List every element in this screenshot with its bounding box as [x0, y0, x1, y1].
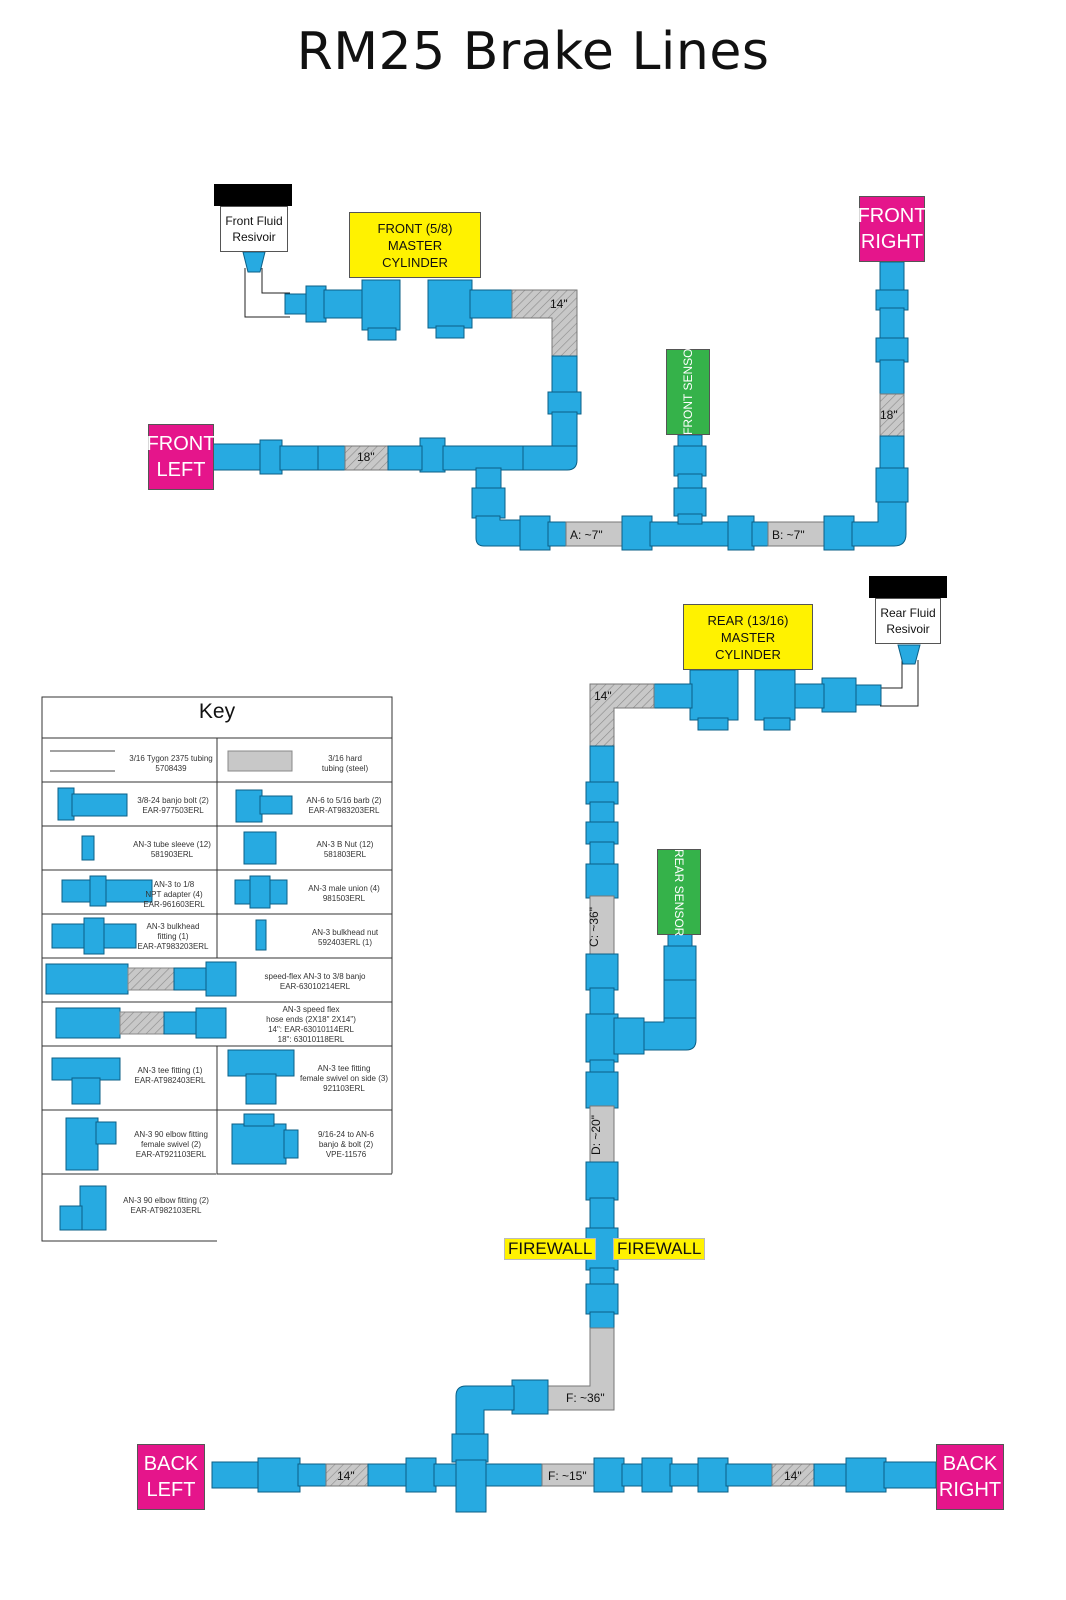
front-sensor-label: FRONT SENSOR — [681, 339, 695, 435]
key-title: Key — [198, 700, 236, 723]
key-icons — [45, 750, 299, 1231]
label-a: A: ~7" — [570, 528, 603, 542]
key-item-tee: AN-3 tee fitting (1)EAR-AT982403ERL — [134, 1066, 206, 1085]
key-item-male-union: AN-3 male union (4)981503ERL — [308, 884, 380, 903]
rear-tee — [433, 1463, 545, 1487]
back-left-line-1: BACK — [143, 1453, 199, 1475]
front-sensor: FRONT SENSOR — [666, 339, 710, 435]
label-back-right: 14" — [784, 1469, 802, 1483]
line-a — [565, 521, 625, 547]
line-b — [767, 521, 827, 547]
reservoir-barb — [242, 251, 266, 273]
rear-master-line-2: MASTER — [720, 629, 776, 645]
line-c — [589, 895, 615, 957]
rear-banjo-left — [689, 669, 739, 721]
firewall-label-left: FIREWALL — [504, 1238, 597, 1260]
rear-reservoir-label: Rear Fluid Resivoir — [880, 606, 936, 636]
label-front-right: 18" — [880, 408, 898, 422]
front-right-line-2: RIGHT — [860, 231, 924, 253]
firewall-label-right: FIREWALL — [613, 1238, 706, 1260]
back-left-wheel: BACK LEFT — [137, 1444, 205, 1510]
front-master-cylinder: FRONT (5/8) MASTER CYLINDER — [349, 212, 481, 278]
hose-18-front-right — [879, 393, 905, 439]
label-back-left: 14" — [337, 1469, 355, 1483]
label-c: C: ~36" — [586, 907, 601, 947]
front-master-line-2: MASTER — [387, 237, 443, 253]
label-front-left: 18" — [357, 450, 375, 464]
front-master-line-3: CYLINDER — [382, 254, 448, 270]
front-left-line-2: LEFT — [156, 459, 206, 481]
banjo-right — [427, 279, 473, 329]
rear-master-cylinder: REAR (13/16) MASTER CYLINDER — [683, 604, 813, 670]
banjo-left — [361, 279, 401, 331]
key-frame — [41, 696, 393, 1242]
rear-master-line-1: REAR (13/16) — [707, 612, 789, 628]
front-reservoir-tubing — [244, 268, 290, 318]
rear-reservoir-tubing — [880, 660, 919, 707]
key-item-tube-sleeve: AN-3 tube sleeve (12)581903ERL — [133, 840, 211, 859]
rear-reservoir: Rear Fluid Resivoir — [875, 598, 941, 644]
label-front-master-out: 14" — [550, 297, 568, 311]
rear-circuit — [211, 644, 937, 1513]
front-master-line-1: FRONT (5/8) — [377, 220, 453, 236]
rear-master-line-3: CYLINDER — [715, 646, 781, 662]
front-left-wheel: FRONT LEFT — [146, 424, 216, 490]
front-tee — [649, 521, 731, 547]
page-title: RM25 Brake Lines — [296, 22, 770, 82]
front-right-wheel: FRONT RIGHT — [857, 196, 927, 262]
hose-18-front-left — [344, 445, 391, 471]
key-item-b-nut: AN-3 B Nut (12)581803ERL — [316, 840, 374, 859]
front-circuit — [212, 251, 909, 551]
line-d — [589, 1105, 615, 1165]
front-reservoir: Front Fluid Resivoir — [220, 206, 288, 252]
key-item-elbow: AN-3 90 elbow fitting (2)EAR-AT982103ERL — [123, 1196, 209, 1215]
label-f: F: ~36" — [566, 1391, 605, 1405]
rear-reservoir-barb — [897, 644, 921, 665]
rear-sensor-label: REAR SENSOR — [672, 849, 686, 937]
label-b: B: ~7" — [772, 528, 805, 542]
rear-reservoir-cap — [869, 576, 947, 598]
front-left-fitting — [212, 443, 264, 471]
front-reservoir-label: Front Fluid Resivoir — [225, 214, 283, 244]
back-left-line-2: LEFT — [146, 1479, 196, 1501]
front-left-line-1: FRONT — [146, 433, 216, 455]
back-right-line-2: RIGHT — [938, 1479, 1002, 1501]
key-item-barb: AN-6 to 5/16 barb (2)EAR-AT983203ERL — [306, 796, 382, 815]
label-d: D: ~20" — [588, 1115, 603, 1155]
back-right-line-1: BACK — [942, 1453, 998, 1475]
key-item-banjo-bolt: 3/8-24 banjo bolt (2)EAR-977503ERL — [137, 796, 209, 815]
rear-banjo-right — [754, 669, 796, 721]
label-back-center: F: ~15" — [548, 1469, 587, 1483]
front-reservoir-cap — [214, 184, 292, 206]
label-rear-master-out: 14" — [594, 689, 612, 703]
rear-sensor: REAR SENSOR — [657, 849, 701, 937]
front-right-line-1: FRONT — [857, 205, 927, 227]
back-right-wheel: BACK RIGHT — [936, 1444, 1004, 1510]
